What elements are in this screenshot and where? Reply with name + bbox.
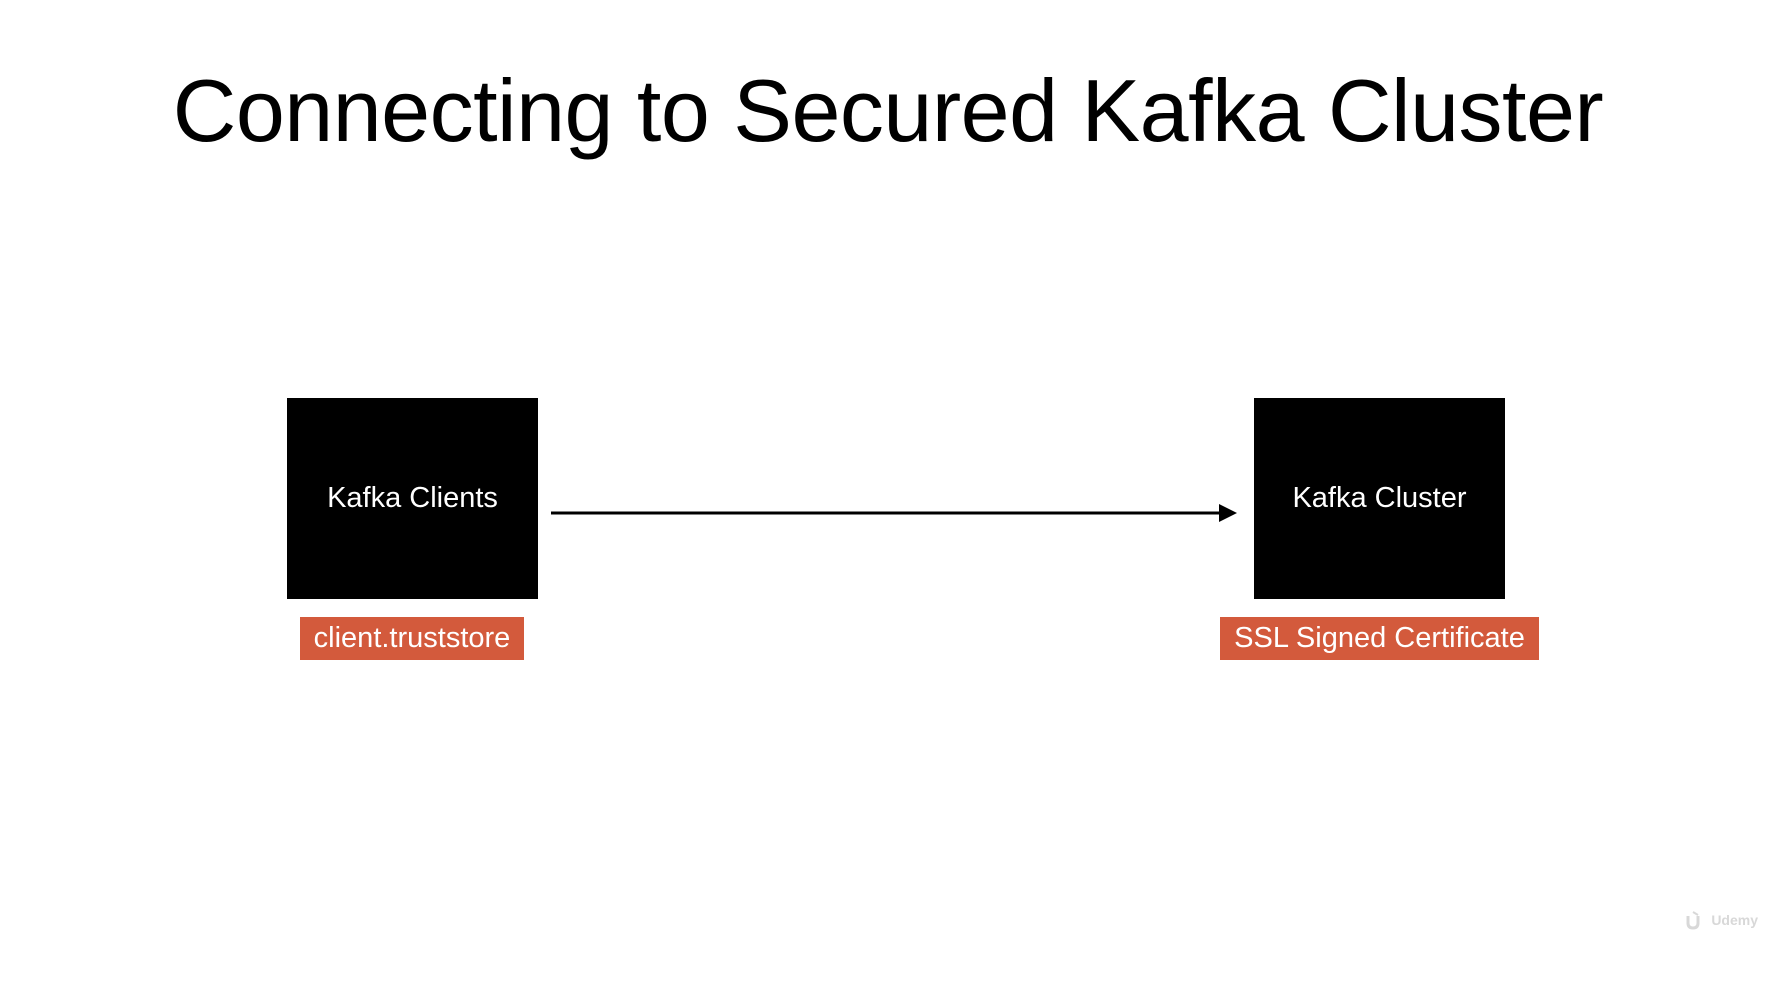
udemy-watermark: Udemy [1685, 910, 1758, 930]
watermark-text: Udemy [1711, 912, 1758, 928]
udemy-logo-icon [1686, 911, 1700, 930]
truststore-tag-label: client.truststore [313, 622, 511, 654]
truststore-tag: client.truststore [300, 617, 524, 660]
kafka-cluster-label: Kafka Cluster [1292, 482, 1467, 514]
kafka-clients-label: Kafka Clients [327, 482, 498, 514]
certificate-tag: SSL Signed Certificate [1220, 617, 1539, 660]
connection-arrowhead [1219, 504, 1237, 522]
kafka-clients-node: Kafka Clients [287, 398, 538, 599]
kafka-cluster-node: Kafka Cluster [1254, 398, 1505, 599]
slide-title: Connecting to Secured Kafka Cluster [172, 61, 1604, 160]
certificate-tag-label: SSL Signed Certificate [1234, 622, 1525, 654]
